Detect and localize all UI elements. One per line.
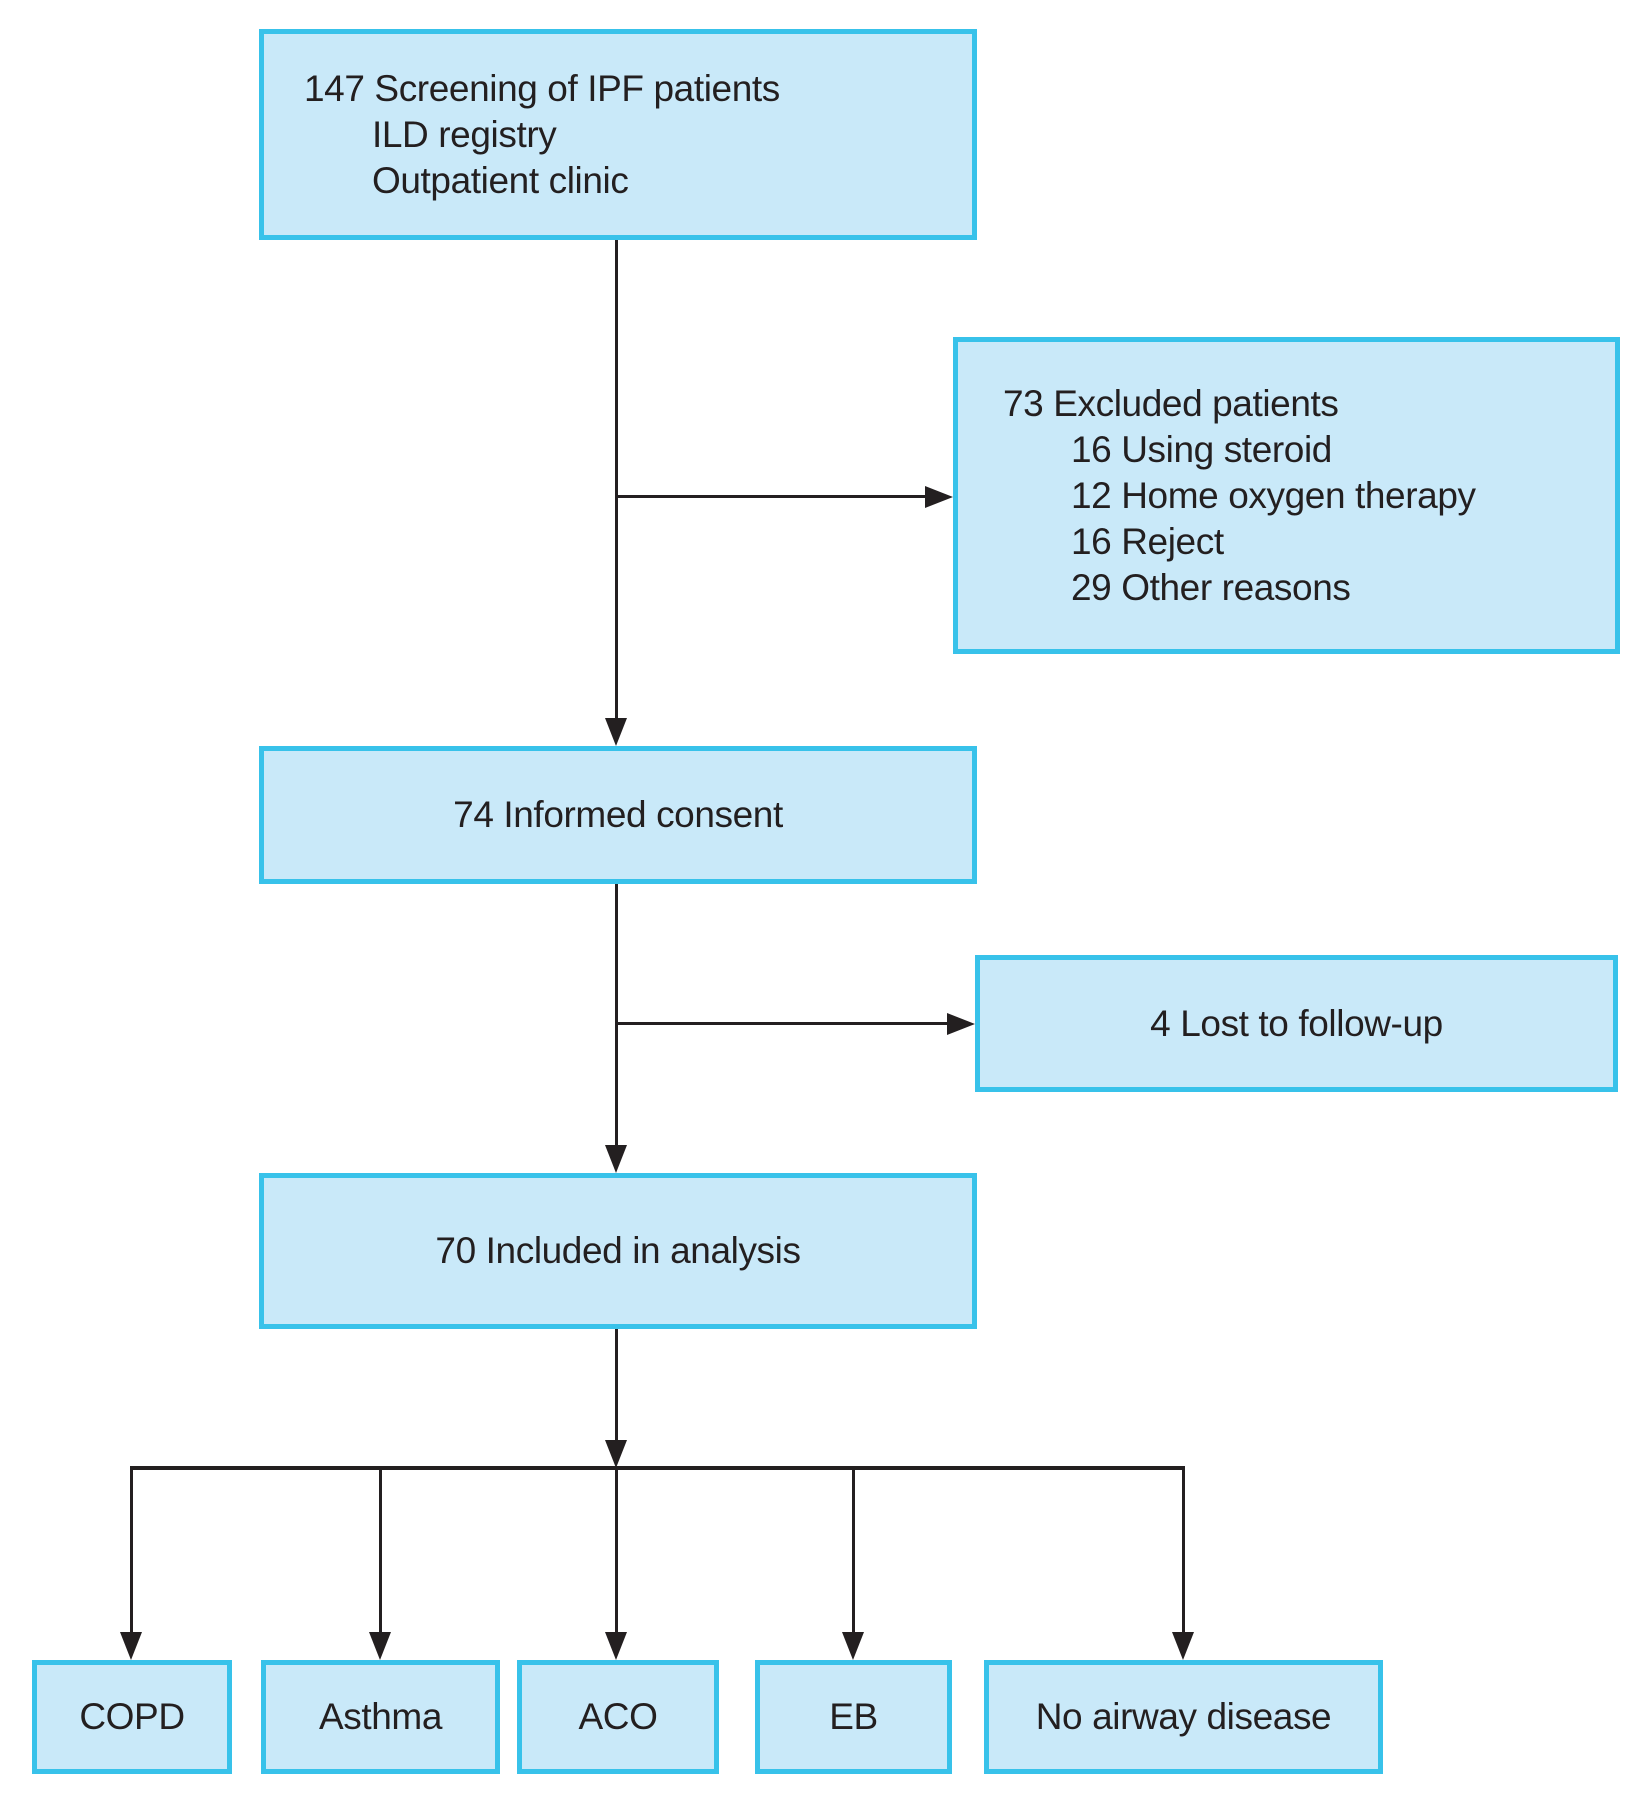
included-label: 70 Included in analysis [435, 1230, 801, 1271]
excluded-box: 73 Excluded patients 16 Using steroid 12… [953, 337, 1620, 654]
excluded-line-4: 16 Reject [1071, 520, 1224, 562]
drop-aco-head [605, 1632, 627, 1660]
branch-to-lost-head [947, 1013, 975, 1035]
lost-box: 4 Lost to follow-up [975, 955, 1618, 1092]
arrow-included-to-fan-head [605, 1440, 627, 1468]
outcome-box-no-airway-disease: No airway disease [984, 1660, 1383, 1774]
screening-line-2: ILD registry [372, 113, 557, 155]
drop-copd-line [130, 1466, 133, 1632]
arrow-included-to-fan-line [615, 1329, 618, 1440]
excluded-line-5: 29 Other reasons [1071, 566, 1351, 608]
outcome-box-aco: ACO [517, 1660, 719, 1774]
excluded-line-3: 12 Home oxygen therapy [1071, 474, 1476, 516]
outcome-box-copd: COPD [32, 1660, 232, 1774]
consent-box: 74 Informed consent [259, 746, 977, 884]
consent-label: 74 Informed consent [453, 794, 783, 835]
outcome-label-eb: EB [829, 1696, 878, 1737]
fan-line [130, 1466, 1185, 1470]
outcome-label-asthma: Asthma [318, 1696, 443, 1737]
drop-aco-line [615, 1470, 618, 1632]
outcome-label-copd: COPD [79, 1696, 185, 1737]
arrow-consent-to-included-line [615, 884, 618, 1145]
outcome-box-asthma: Asthma [261, 1660, 500, 1774]
drop-eb-line [852, 1466, 855, 1632]
outcome-box-eb: EB [755, 1660, 952, 1774]
included-box: 70 Included in analysis [259, 1173, 977, 1329]
branch-to-excluded-line [616, 495, 925, 498]
branch-to-excluded-head [925, 486, 953, 508]
arrow-consent-to-included-head [605, 1145, 627, 1173]
drop-eb-head [842, 1632, 864, 1660]
arrow-screening-to-consent-head [605, 718, 627, 746]
outcome-label-aco: ACO [578, 1696, 658, 1737]
excluded-line-1: 73 Excluded patients [1003, 382, 1339, 424]
drop-asthma-head [369, 1632, 391, 1660]
arrow-screening-to-consent-line [615, 240, 618, 718]
drop-copd-head [120, 1632, 142, 1660]
branch-to-lost-line [616, 1022, 947, 1025]
outcome-label-no-airway-disease: No airway disease [1035, 1696, 1332, 1737]
excluded-line-2: 16 Using steroid [1071, 428, 1332, 470]
drop-no-airway-line [1182, 1466, 1185, 1632]
screening-line-3: Outpatient clinic [372, 159, 629, 201]
lost-label: 4 Lost to follow-up [1150, 1002, 1443, 1044]
screening-box: 147 Screening of IPF patients ILD regist… [259, 29, 977, 240]
screening-line-1: 147 Screening of IPF patients [304, 67, 780, 109]
drop-asthma-line [379, 1466, 382, 1632]
drop-no-airway-head [1172, 1632, 1194, 1660]
